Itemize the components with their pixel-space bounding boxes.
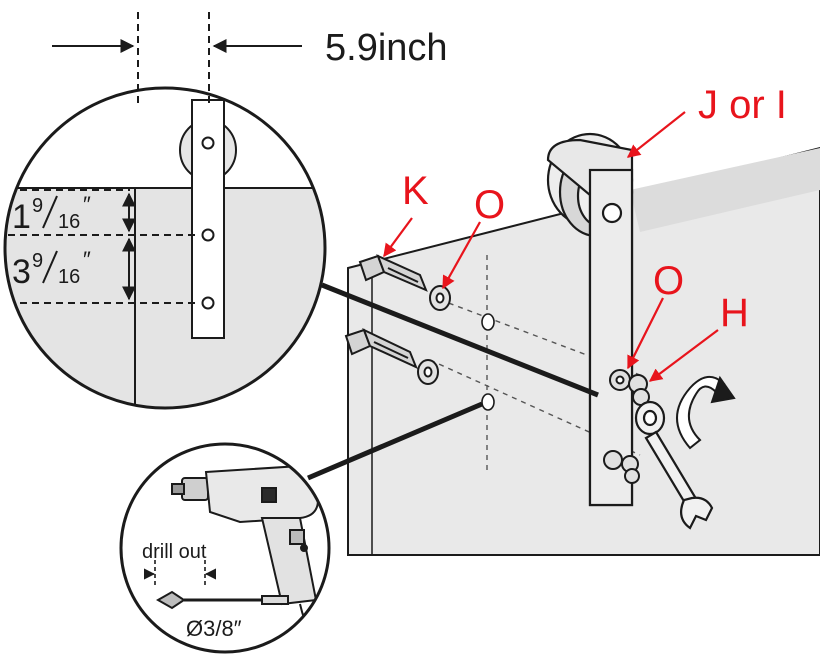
callout-nut-label: H — [720, 291, 749, 335]
bolt-lower — [344, 328, 418, 369]
callout-washer-front-label: O — [474, 183, 505, 227]
svg-text:9: 9 — [32, 195, 43, 217]
drill-detail-inset — [119, 442, 331, 654]
svg-text:1: 1 — [12, 198, 31, 236]
svg-text:16: 16 — [58, 211, 80, 233]
drill-out-dimension — [143, 560, 217, 588]
svg-text:3: 3 — [12, 253, 31, 291]
svg-text:16: 16 — [58, 266, 80, 288]
bolt-upper — [358, 254, 428, 292]
callout-arrows — [383, 111, 719, 382]
callout-washer-back-label: O — [653, 259, 684, 303]
svg-text:″: ″ — [83, 247, 91, 272]
washer-upper — [429, 285, 451, 311]
inset-connector-top — [321, 282, 599, 398]
spade-bit-icon — [155, 590, 289, 610]
door-holes — [481, 313, 495, 411]
dimension-upper-label: 1 9 16 ″ — [12, 192, 91, 236]
svg-text:9: 9 — [32, 250, 43, 272]
dimension-lower-label: 3 9 16 ″ — [12, 247, 91, 291]
callout-bolt-label: K — [402, 169, 429, 213]
inset-connector-drill — [307, 401, 483, 481]
strap-detail-inset — [3, 86, 327, 410]
wrench-icon — [634, 400, 714, 530]
strap-nuts-upper — [609, 369, 650, 406]
drill-diameter-label: Ø3/8″ — [186, 616, 242, 641]
spacing-label: 5.9inch — [325, 27, 448, 69]
washer-lower — [417, 359, 439, 385]
strap-nuts-lower — [603, 450, 640, 484]
rotate-arrow-icon — [676, 375, 736, 450]
spacing-dimension — [52, 12, 302, 108]
callout-strap-label: J or I — [698, 83, 787, 127]
drill-out-caption: drill out — [142, 541, 207, 563]
hanger-strap-assembly — [546, 132, 634, 507]
svg-text:″: ″ — [83, 192, 91, 217]
